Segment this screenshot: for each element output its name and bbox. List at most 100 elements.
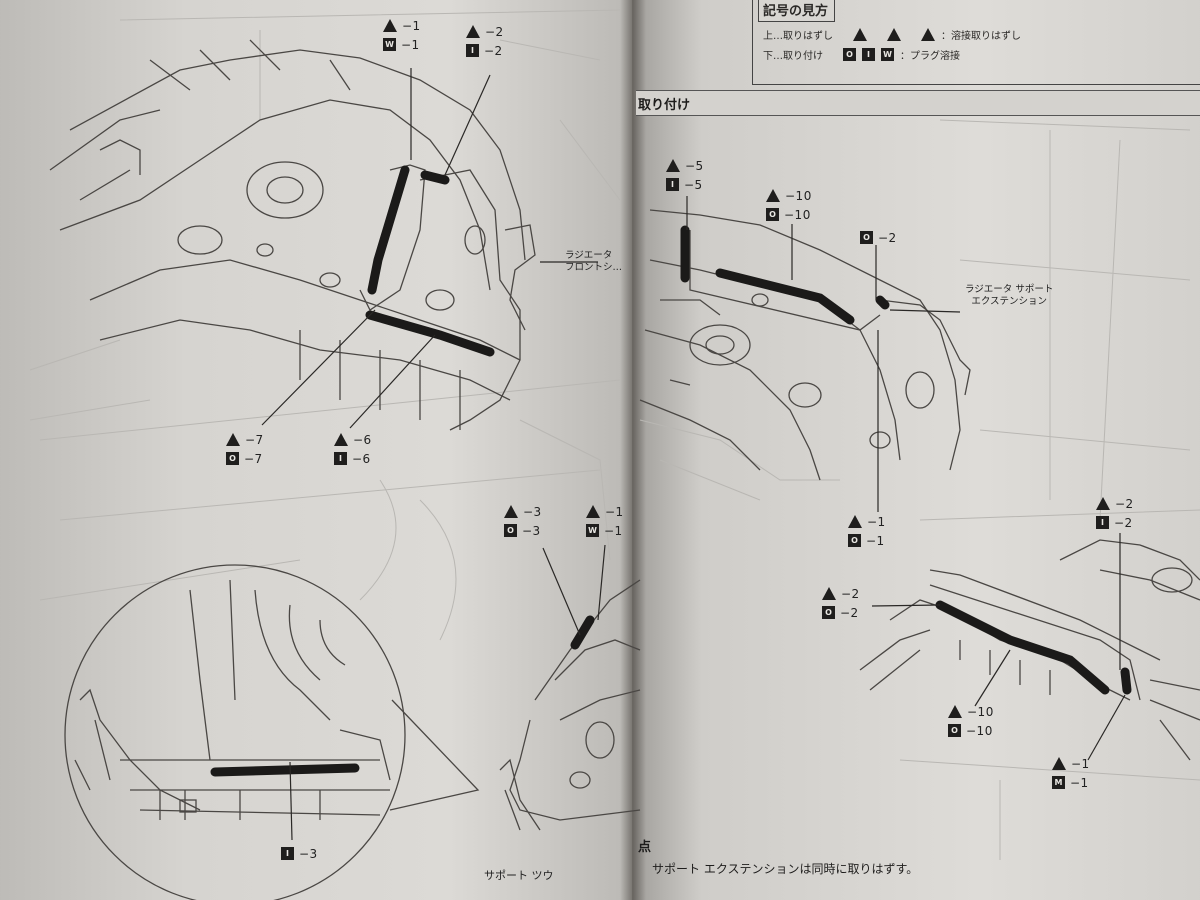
square-o-symbol-icon: O [504,524,517,537]
callout-weld-3-left: −3 O −3 [504,504,542,538]
legend-row-removal: 上…取りはずし ：溶接取りはずし [763,27,1021,42]
square-w-symbol-icon: W [586,524,599,537]
callout-bottom-number: −2 [878,230,897,245]
detail-inset [64,564,480,900]
callout-weld-1-left: −1 W −1 [383,18,421,52]
triangle-black-symbol-icon [921,28,935,41]
callout-top-number: −2 [841,586,860,601]
square-w-symbol-icon: W [383,38,396,51]
notes-text: サポート エクステンションは同時に取りはずす。 [652,862,919,876]
left-top-assembly [49,39,536,431]
callout-bottom-number: −3 [522,523,541,538]
triangle-symbol-icon [466,25,480,38]
callout-weld-10-right: −10 O−10 [766,188,812,222]
triangle-symbol-icon [334,433,348,446]
legend-row-install: 下…取り付け O I W ：プラグ溶接 [763,47,960,62]
section-title: 取り付け [638,98,691,113]
callout-top-number: −5 [685,158,704,173]
triangle-symbol-icon [226,433,240,446]
callout-top-number: −10 [967,704,994,719]
notes-heading: 点 [638,840,652,855]
square-i-symbol-icon: I [466,44,479,57]
left-page [0,0,645,900]
page-gutter [620,0,646,900]
callout-weld-1b-right: −1 M −1 [1052,756,1090,790]
legend-desc-removal: ：溶接取りはずし [941,31,1021,42]
callout-weld-1b-left: −1 W −1 [586,504,624,538]
callout-top-number: −6 [353,432,372,447]
callout-bottom-number: −6 [352,451,371,466]
callout-bottom-number: −10 [966,723,993,738]
callout-top-number: −1 [605,504,624,519]
label-support-partial: サポート ツウ [484,869,554,882]
callout-bottom-number: −2 [484,43,503,58]
callout-bottom-number: −2 [840,605,859,620]
triangle-symbol-icon [586,505,600,518]
callout-weld-2-left: −2 I −2 [466,24,504,58]
triangle-symbol-icon [822,587,836,600]
callout-top-number: −2 [1115,496,1134,511]
callout-top-number: −3 [523,504,542,519]
square-o-symbol-icon: O [822,606,835,619]
square-i-symbol-icon: I [334,452,347,465]
callout-weld-3b-left: I −3 [281,846,318,861]
square-i-symbol-icon: I [1096,516,1109,529]
callout-top-number: −7 [245,432,264,447]
callout-bottom-number: −3 [299,846,318,861]
triangle-symbol-icon [1096,497,1110,510]
callout-bottom-number: −10 [784,207,811,222]
callout-weld-2a-right: O −2 [860,230,897,245]
section-header-bar: 取り付け [636,90,1200,116]
triangle-symbol-icon [948,705,962,718]
callout-bottom-number: −7 [244,451,263,466]
legend-desc-install: ：プラグ溶接 [900,51,960,62]
callout-weld-2b-right: −2 I −2 [1096,496,1134,530]
lower-right-component [859,509,1200,860]
triangle-symbol-icon [766,189,780,202]
square-i-symbol-icon: I [666,178,679,191]
square-o-symbol-icon: O [766,208,779,221]
square-o-symbol-icon: O [948,724,961,737]
callout-bottom-number: −1 [866,533,885,548]
square-w-symbol-icon: W [881,48,894,61]
callout-weld-5-right: −5 I −5 [666,158,704,192]
seal-beads [210,165,1132,777]
center-bottom-panel [499,579,641,831]
callout-weld-2c-right: −2 O −2 [822,586,860,620]
square-o-symbol-icon: O [843,48,856,61]
callout-top-number: −2 [485,24,504,39]
square-i-symbol-icon: I [862,48,875,61]
callout-weld-6-left: −6 I −6 [334,432,372,466]
square-o-symbol-icon: O [848,534,861,547]
square-o-symbol-icon: O [860,231,873,244]
square-m-symbol-icon: M [1052,776,1065,789]
faint-background-lines-left [29,9,621,641]
triangle-symbol-icon [504,505,518,518]
leader-lines [261,68,1126,841]
callout-bottom-number: −5 [684,177,703,192]
triangle-black-symbol-icon [887,28,901,41]
callout-bottom-number: −1 [604,523,623,538]
callout-weld-1-right: −1 O −1 [848,514,886,548]
square-i-symbol-icon: I [281,847,294,860]
callout-bottom-number: −1 [401,37,420,52]
callout-top-number: −1 [1071,756,1090,771]
callout-bottom-number: −1 [1070,775,1089,790]
square-o-symbol-icon: O [226,452,239,465]
legend-label-install: 下…取り付け [763,51,823,62]
callout-weld-10b-right: −10 O −10 [948,704,994,738]
label-radiator-support-front: ラジエータ フロントシ… [565,250,623,273]
triangle-symbol-icon [848,515,862,528]
triangle-symbol-icon [383,19,397,32]
right-page [632,0,1200,900]
callout-top-number: −1 [867,514,886,529]
label-radiator-support-extension: ラジエータ サポート エクステンション [965,284,1054,307]
symbol-legend: 記号の見方 上…取りはずし ：溶接取りはずし 下…取り付け O I W ：プラグ… [752,0,1200,85]
legend-label-removal: 上…取りはずし [763,31,833,42]
triangle-black-symbol-icon [853,28,867,41]
callout-top-number: −1 [402,18,421,33]
callout-weld-7-left: −7 O −7 [226,432,264,466]
callout-bottom-number: −2 [1114,515,1133,530]
